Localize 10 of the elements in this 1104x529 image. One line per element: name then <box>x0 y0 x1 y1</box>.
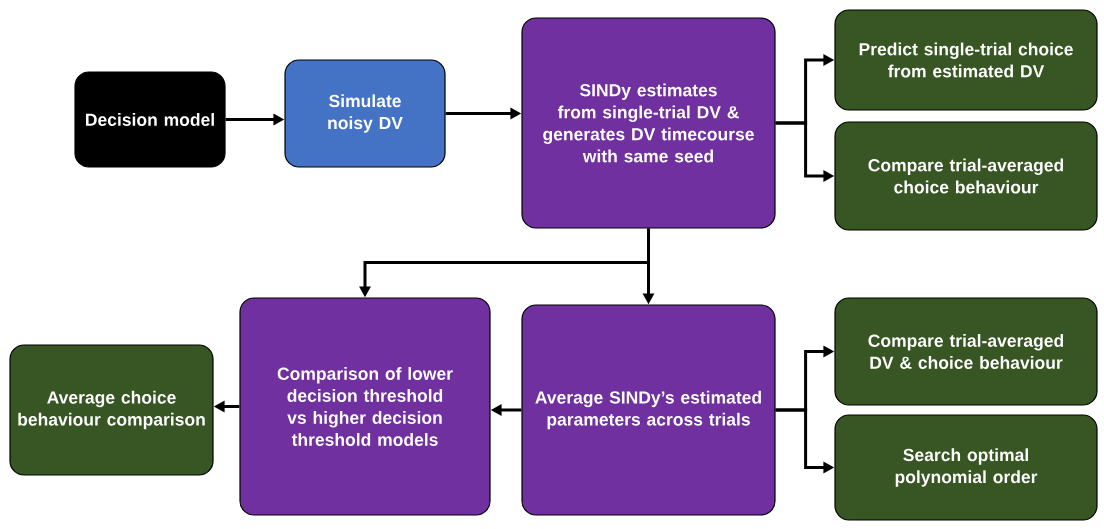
process-box: Average choice behaviour comparison <box>9 344 214 476</box>
process-box: Average SINDy’s estimated parameters across trials <box>521 304 776 516</box>
process-box: Search optimal polynomial order <box>834 414 1098 521</box>
process-box: Comparison of lower decision threshold vs higher decision threshold models <box>239 297 491 516</box>
process-box: Decision model <box>74 71 226 168</box>
process-box: Simulate noisy DV <box>284 59 446 168</box>
process-box: SINDy estimates from single-trial DV & generates DV timecourse with same seed <box>521 17 776 229</box>
process-box: Predict single-trial choice from estimated DV <box>834 9 1098 111</box>
process-box: Compare trial-averaged choice behaviour <box>834 121 1098 231</box>
process-box: Compare trial-averaged DV & choice behaviour <box>834 297 1098 406</box>
